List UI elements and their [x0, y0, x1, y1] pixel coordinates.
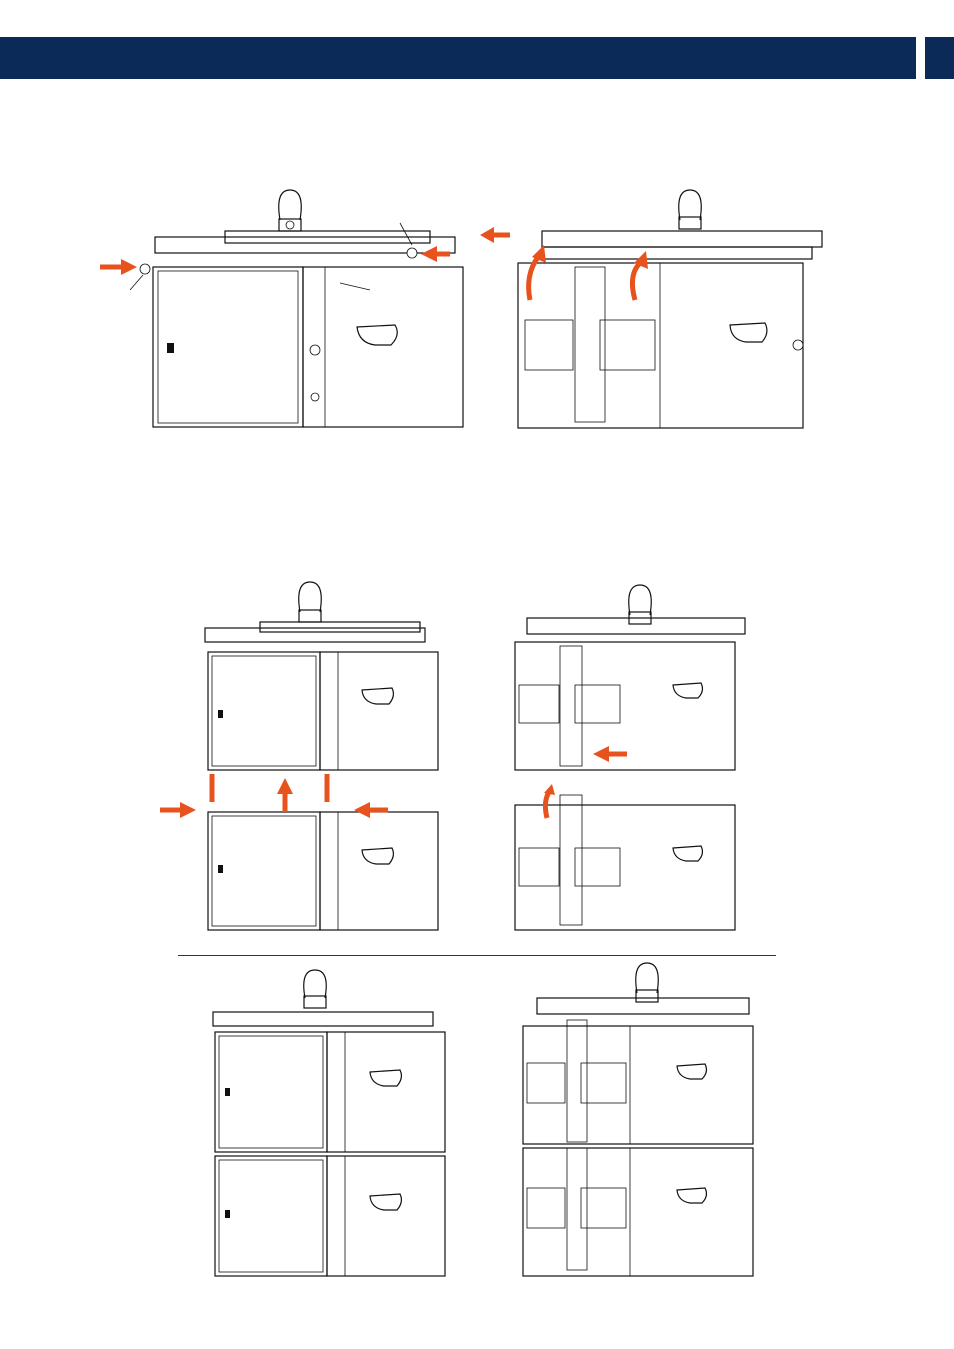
speaker-cabinet-upper-rear	[514, 641, 736, 771]
figure-rear-rotate	[480, 189, 823, 429]
speaker-cabinet-lower-rear	[522, 1147, 754, 1277]
shackle-icon	[298, 581, 322, 623]
figure-front-pins-in	[100, 189, 464, 428]
figure-rear-stacked	[522, 962, 754, 1277]
fly-bar	[536, 997, 750, 1015]
shackle-icon	[303, 969, 327, 1009]
orange-arrow-icon	[100, 246, 450, 275]
speaker-cabinet-upper	[207, 651, 439, 771]
rigging-pin-left	[129, 263, 151, 291]
fly-bar	[526, 617, 746, 635]
fly-bar	[204, 621, 426, 643]
shackle-icon	[678, 189, 702, 230]
fly-bar	[212, 1011, 434, 1027]
speaker-cabinet-lower	[207, 811, 439, 931]
speaker-cabinet-rear	[517, 262, 804, 429]
figure-rear-join	[514, 584, 746, 931]
speaker-cabinet-upper-rear	[522, 1019, 754, 1145]
speaker-cabinet-front	[152, 266, 304, 428]
separator-line	[178, 955, 776, 956]
rigging-pin-right	[339, 222, 418, 291]
fly-bar	[541, 230, 823, 260]
orange-arrow-icon	[480, 227, 648, 301]
figure-front-join	[160, 581, 439, 931]
shackle-icon	[635, 962, 659, 1003]
speaker-cabinet-side	[302, 266, 464, 428]
figure-front-stacked	[212, 969, 446, 1277]
header-bar	[0, 37, 916, 79]
fly-bar	[154, 230, 456, 254]
shackle-icon	[278, 189, 302, 232]
header-tab	[925, 37, 954, 79]
speaker-cabinet-lower-rear	[514, 794, 736, 931]
orange-arrow-icon	[160, 774, 388, 818]
orange-arrow-icon	[542, 746, 627, 819]
speaker-cabinet-upper	[214, 1031, 446, 1153]
speaker-cabinet-lower	[214, 1155, 446, 1277]
